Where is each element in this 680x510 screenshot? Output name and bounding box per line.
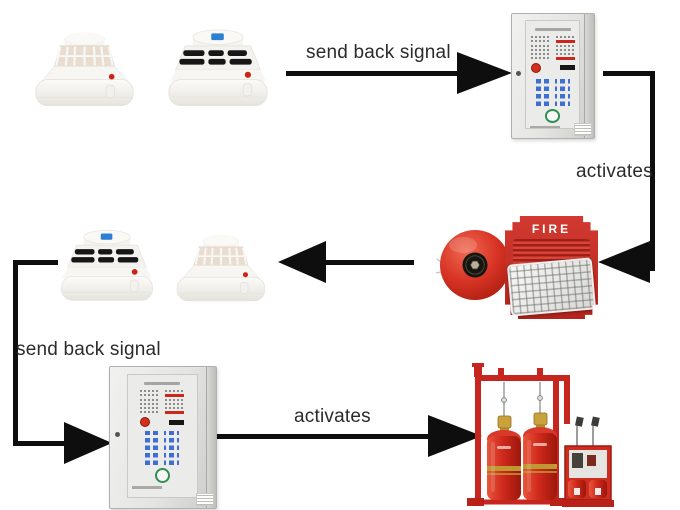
connector-right-horizontal — [603, 71, 655, 76]
connector-right-vertical — [650, 71, 655, 271]
panel-display — [559, 65, 575, 71]
panel-title-text — [144, 382, 181, 386]
panel-lock — [516, 71, 522, 77]
arrow-bottom-head — [428, 415, 482, 457]
strobe-fire-text: FIRE — [531, 222, 572, 236]
arrow-left-shaft — [13, 441, 66, 446]
panel-red-button — [140, 417, 151, 428]
arrow-top-shaft — [286, 71, 462, 76]
panel-logo — [154, 468, 170, 484]
label-send-back-signal-top: send back signal — [306, 42, 451, 63]
brand-mark — [211, 33, 224, 41]
arrow-bottom-shaft — [213, 434, 429, 439]
connector-left-horizontal — [13, 260, 58, 265]
fire-strobe-icon: FIRE — [505, 216, 598, 319]
panel-indicators — [140, 390, 185, 415]
smoke-detector-icon — [168, 29, 268, 107]
arrow-left-head — [64, 422, 112, 464]
arrow-top-head — [457, 52, 512, 94]
bell-bolt — [470, 260, 480, 270]
connector-left-vertical — [13, 260, 18, 446]
panel-blue-button-grid — [145, 431, 180, 466]
arrow-middle-shaft — [322, 260, 414, 265]
panel-lock — [115, 431, 121, 437]
panel-footer-text — [131, 486, 162, 490]
strobe-lens — [506, 257, 596, 318]
label-send-back-signal-left: send back signal — [16, 339, 161, 360]
detector-led — [108, 73, 115, 80]
arrow-right-head — [598, 241, 650, 283]
heat-detector-icon — [35, 32, 134, 107]
label-activates-right: activates — [576, 161, 653, 182]
arrow-middle-head — [278, 241, 326, 283]
detector-led — [244, 71, 251, 78]
panel-face — [525, 20, 581, 130]
fire-control-panel-bottom — [109, 366, 217, 509]
panel-face — [126, 374, 198, 499]
heat-detector-icon — [176, 235, 266, 302]
panel-logo — [545, 109, 561, 123]
gas-suppression-unit-icon — [467, 363, 614, 507]
panel-side — [206, 367, 216, 508]
fire-control-panel-top — [511, 13, 595, 139]
pipe-frame — [475, 375, 570, 502]
panel-title-text — [534, 28, 571, 31]
panel-display — [169, 419, 185, 425]
alarm-bell-icon — [436, 230, 510, 300]
smoke-detector-icon — [61, 230, 153, 301]
panel-red-button — [530, 62, 541, 73]
panel-side — [584, 14, 594, 138]
panel-corner-label — [574, 123, 592, 136]
panel-blue-button-grid — [535, 76, 570, 107]
panel-indicators — [530, 35, 575, 60]
panel-footer-text — [530, 125, 561, 129]
panel-corner-label — [196, 493, 214, 506]
label-activates-bottom: activates — [294, 406, 371, 427]
